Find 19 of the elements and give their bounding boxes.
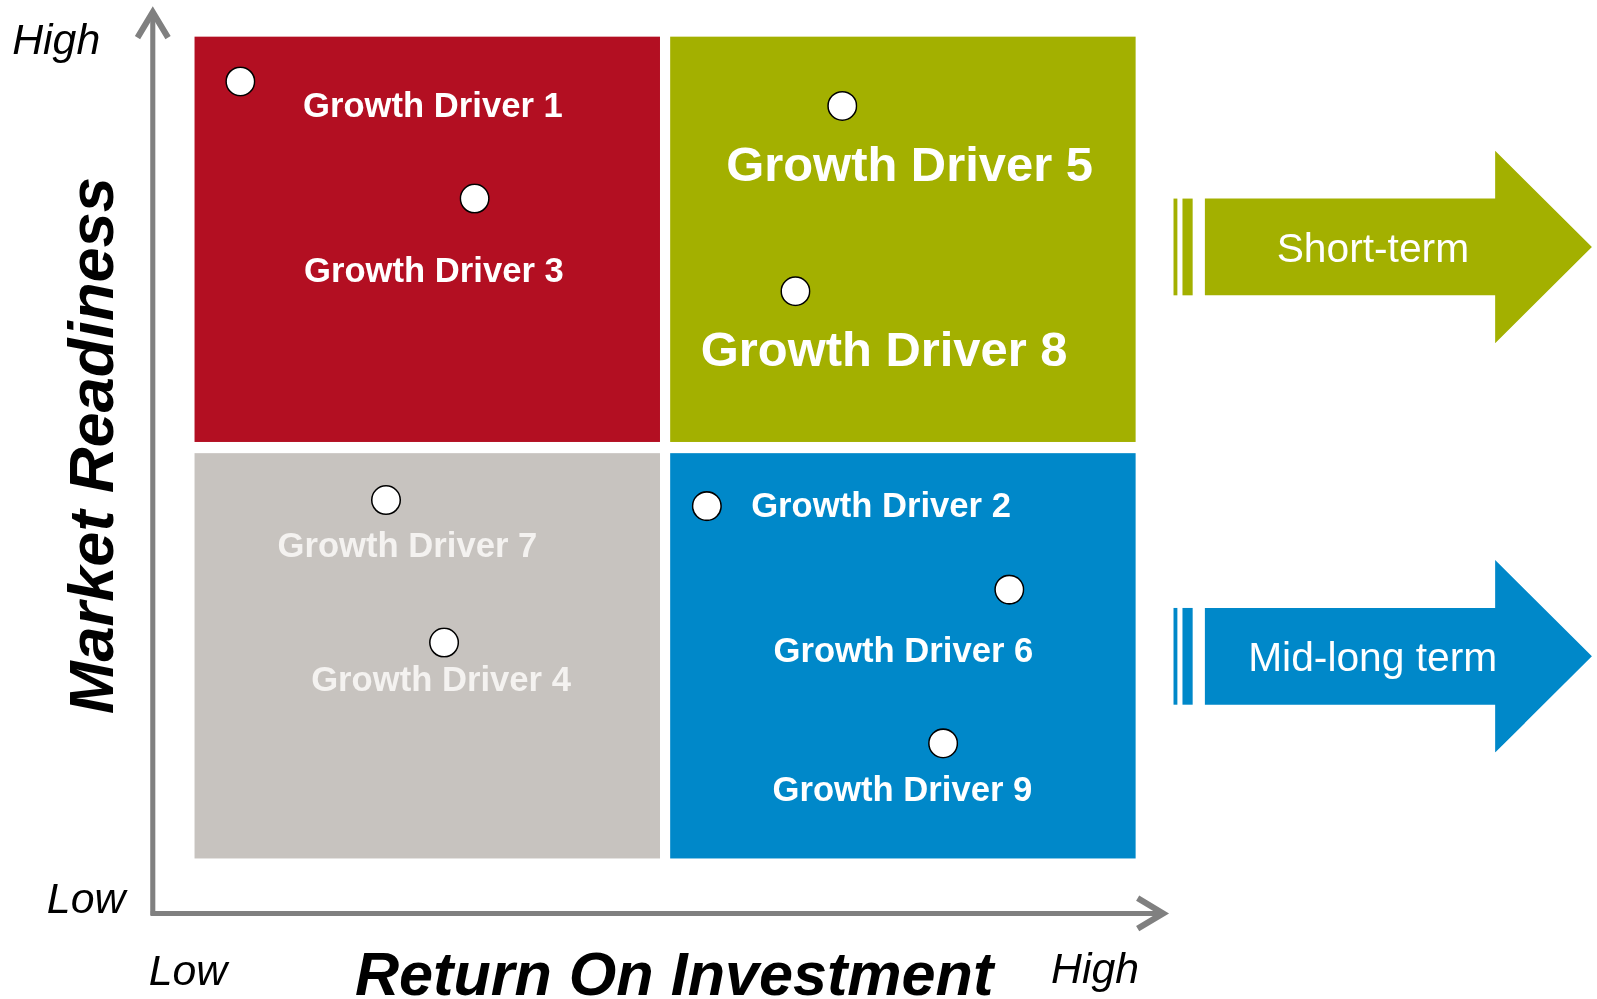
axis-end-label: Low — [148, 949, 228, 992]
axis-end-label: High — [1051, 947, 1140, 990]
driver-label: Growth Driver 8 — [700, 322, 1068, 377]
axis-title: Market Readiness — [60, 176, 124, 714]
quadrant-panel — [670, 453, 1136, 859]
driver-label: Growth Driver 5 — [726, 138, 1093, 192]
driver-label: Growth Driver 2 — [751, 486, 1011, 525]
arrow-label: Short-term — [1276, 226, 1470, 268]
quadrant-panel — [670, 36, 1136, 442]
driver-label: Growth Driver 9 — [772, 770, 1033, 809]
quadrant-panel — [194, 453, 660, 859]
driver-label: Growth Driver 6 — [773, 630, 1034, 669]
driver-label: Growth Driver 3 — [304, 251, 564, 290]
axis-title: Return On Investment — [354, 944, 994, 999]
quadrant-panel — [194, 36, 660, 442]
driver-label: Growth Driver 1 — [303, 86, 563, 125]
axis-end-label: High — [12, 18, 101, 62]
arrow-label: Mid-long term — [1248, 635, 1498, 677]
axis-end-label: Low — [46, 877, 126, 921]
